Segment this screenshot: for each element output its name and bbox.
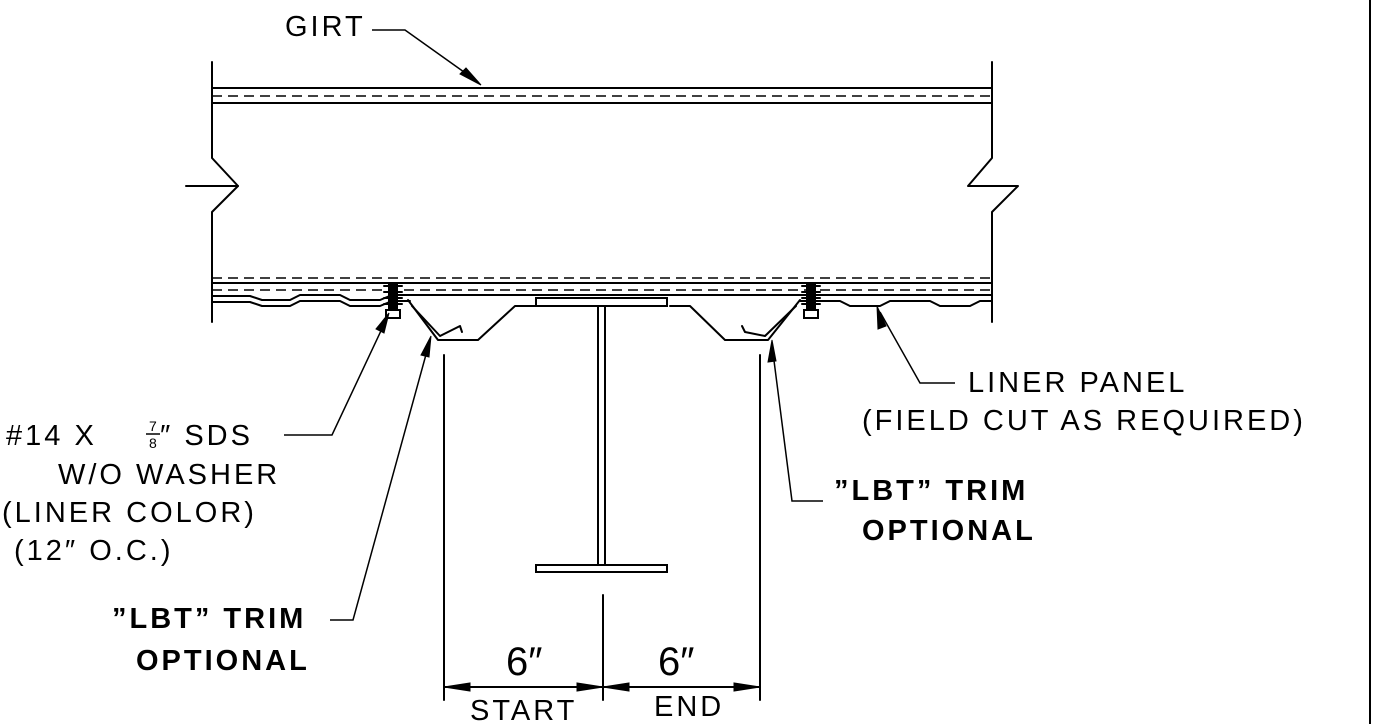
screw-right xyxy=(801,282,821,319)
girt-label: GIRT xyxy=(285,11,366,43)
dimension-end-label: END xyxy=(654,691,724,723)
washer-label: W/O WASHER xyxy=(58,459,280,491)
break-line-right xyxy=(967,61,1019,323)
dimension-right-value: 6″ xyxy=(658,640,694,684)
spacing-label: (12″ O.C.) xyxy=(14,535,174,567)
girt xyxy=(211,87,993,291)
steel-column xyxy=(535,297,668,573)
screw-label-suffix: ″ SDS xyxy=(160,420,253,452)
lbt-trim-right-label: ”LBT” TRIM xyxy=(834,475,1028,507)
dimension-start-label: START xyxy=(470,695,577,724)
liner-panel-label: LINER PANEL xyxy=(968,367,1187,399)
screw-fraction-numerator: 7 xyxy=(149,418,157,434)
screw-label-prefix: #14 X xyxy=(6,420,97,452)
lbt-trim-right-optional: OPTIONAL xyxy=(862,515,1036,547)
lbt-trim-left xyxy=(407,299,536,341)
lbt-trim-left-label: ”LBT” TRIM xyxy=(112,603,306,635)
field-cut-label: (FIELD CUT AS REQUIRED) xyxy=(862,405,1306,437)
lbt-trim-right xyxy=(669,299,801,341)
dimension-left-value: 6″ xyxy=(506,640,542,684)
screw-left xyxy=(383,282,403,319)
liner-color-label: (LINER COLOR) xyxy=(2,497,257,529)
screw-fraction-denominator: 8 xyxy=(149,435,157,451)
lbt-trim-left-optional: OPTIONAL xyxy=(136,645,310,677)
